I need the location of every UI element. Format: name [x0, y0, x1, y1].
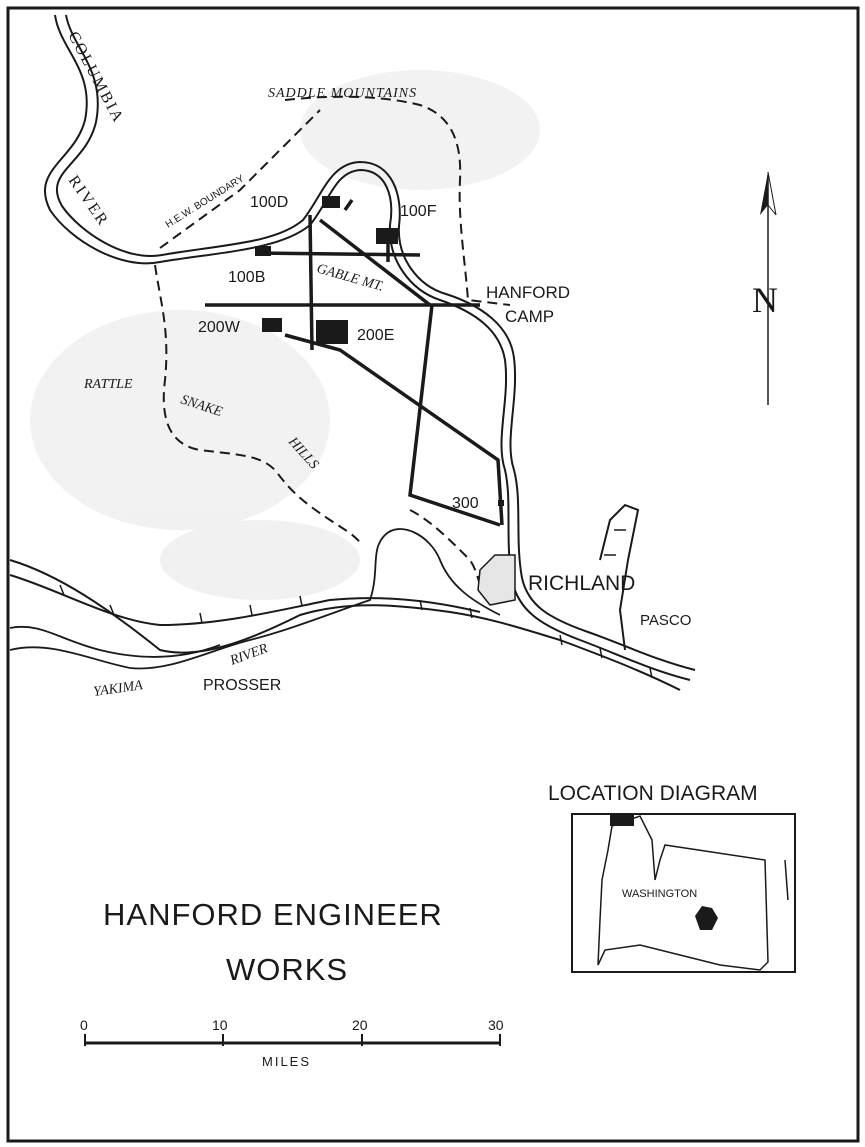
area-100B-block	[255, 246, 271, 256]
north-arrow: N	[752, 171, 778, 405]
location-diagram-marker	[610, 814, 634, 826]
washington-label: WASHINGTON	[622, 888, 697, 900]
pasco-label: PASCO	[640, 612, 691, 629]
area-300-block	[498, 500, 504, 506]
rattle-label: RATTLE	[83, 377, 133, 392]
north-label: N	[752, 280, 778, 320]
richland-outline	[477, 554, 516, 606]
facility-blocks	[255, 196, 504, 506]
railroads	[9, 503, 681, 691]
area-200W-block	[262, 318, 282, 332]
area-100D-label: 100D	[250, 194, 288, 211]
location-diagram: LOCATION DIAGRAM WASHINGTON	[548, 782, 796, 973]
yakima-river	[9, 528, 501, 670]
richland-label: RICHLAND	[528, 572, 635, 595]
boundary-label: H.E.W. BOUNDARY	[164, 173, 247, 230]
saddle-mountains-label: SADDLE MOUNTAINS	[268, 86, 417, 101]
gable-mt-label: GABLE MT.	[315, 261, 385, 294]
area-100F-label: 100F	[400, 203, 437, 220]
columbia-river-label: RIVER	[65, 173, 112, 230]
location-diagram-frame	[571, 813, 796, 973]
scale-tick-0: 0	[80, 1017, 88, 1033]
area-100B-label: 100B	[228, 269, 265, 286]
area-100D-block	[322, 196, 340, 208]
hanford-label: HANFORD	[486, 283, 570, 302]
prosser-label: PROSSER	[203, 677, 281, 694]
area-200W-label: 200W	[198, 319, 241, 336]
location-diagram-title: LOCATION DIAGRAM	[548, 782, 758, 805]
area-100F-block	[376, 228, 398, 244]
area-300-label: 300	[452, 495, 479, 512]
camp-label: CAMP	[505, 307, 554, 326]
scale-bar: 0 10 20 30 MILES	[80, 1017, 504, 1069]
scale-tick-20: 20	[352, 1017, 368, 1033]
columbia-label: COLUMBIA	[64, 29, 127, 126]
railroad-ticks	[59, 529, 653, 679]
area-200E-block	[316, 320, 348, 344]
terrain-shading	[30, 70, 540, 600]
area-labels: 100D 100F 100B 200W 200E 300	[198, 194, 479, 512]
area-200E-label: 200E	[357, 327, 394, 344]
scale-tick-30: 30	[488, 1017, 504, 1033]
scale-tick-10: 10	[212, 1017, 228, 1033]
map-title-line2: WORKS	[226, 952, 348, 987]
map-border	[6, 6, 860, 1143]
washington-outline	[597, 815, 769, 971]
map-title-line1: HANFORD ENGINEER	[103, 897, 443, 932]
scale-unit-label: MILES	[262, 1054, 311, 1069]
hew-boundary	[154, 95, 511, 606]
hanford-site-marker	[695, 906, 718, 930]
roads	[205, 198, 504, 527]
yakima-label: YAKIMA	[92, 678, 144, 700]
